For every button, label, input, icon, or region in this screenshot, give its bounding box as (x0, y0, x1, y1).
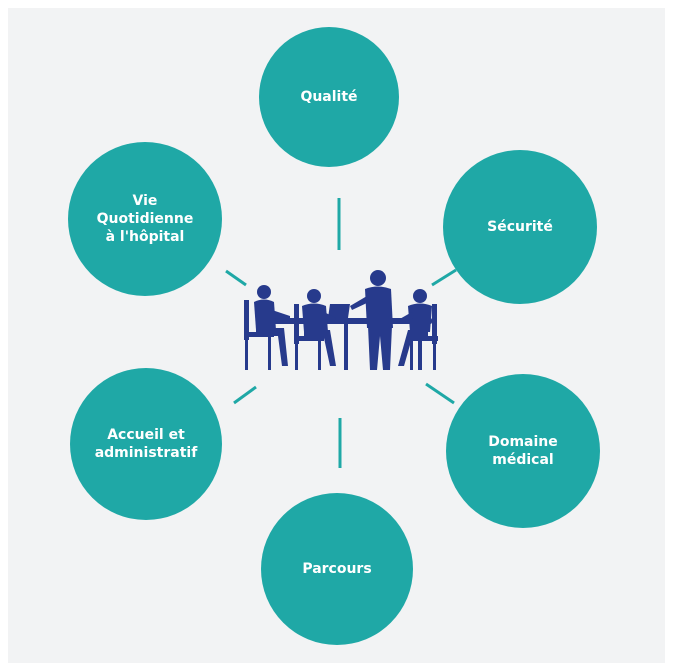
person-2-icon (294, 289, 336, 370)
connector-domaine (425, 382, 455, 405)
node-accueil-administratif[interactable]: Accueil et administratif (70, 368, 222, 520)
node-qualite[interactable]: Qualité (259, 27, 399, 167)
person-3-icon (350, 270, 393, 370)
node-securite[interactable]: Sécurité (443, 150, 597, 304)
node-domaine-medical[interactable]: Domaine médical (446, 374, 600, 528)
node-vie-quotidienne[interactable]: Vie Quotidienne à l'hôpital (68, 142, 222, 296)
node-parcours[interactable]: Parcours (261, 493, 413, 645)
laptop-icon (328, 304, 350, 318)
connector-securite (431, 268, 457, 287)
connector-vie (225, 269, 247, 287)
team-meeting-icon (244, 270, 438, 370)
person-4-icon (398, 289, 438, 370)
person-1-icon (244, 285, 290, 370)
connector-accueil (233, 385, 257, 405)
